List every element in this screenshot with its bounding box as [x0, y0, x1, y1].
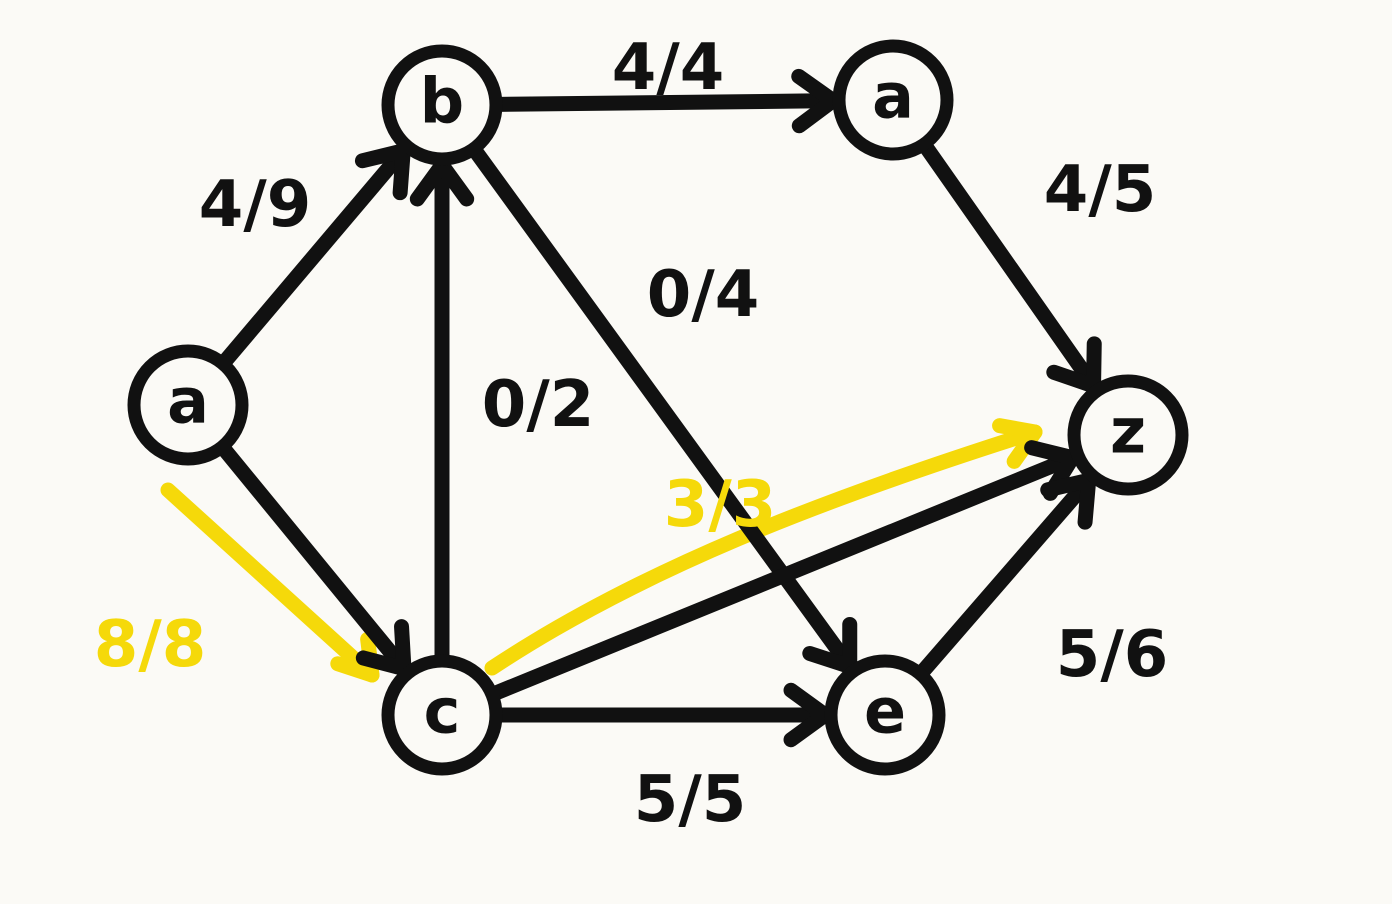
node-b: b	[381, 44, 503, 166]
highlight-layer	[160, 418, 1043, 683]
edge-e-z	[915, 472, 1097, 679]
edge-label-b-d: 4/4	[612, 31, 724, 105]
node-d: a	[832, 39, 954, 161]
node-circle-c	[381, 654, 503, 776]
edge-label-a-b: 4/9	[199, 168, 311, 242]
edge-highlight-arrowhead-a-c	[330, 631, 380, 683]
node-circle-d	[832, 39, 954, 161]
edge-a-c	[217, 442, 412, 677]
edge-highlight-a-c	[160, 482, 380, 683]
node-label-d: a	[872, 60, 914, 133]
edge-c-z	[488, 450, 1080, 701]
edge-highlight-arrowhead-c-z	[992, 418, 1043, 469]
node-a: a	[127, 344, 249, 466]
edge-label-e-z: 5/6	[1056, 618, 1168, 692]
node-circle-b	[381, 44, 503, 166]
node-label-z: z	[1110, 395, 1146, 468]
edge-a-b	[217, 143, 411, 369]
node-circle-e	[824, 654, 946, 776]
edge-label-b-e: 0/4	[647, 258, 759, 332]
edge-label-c-e: 5/5	[634, 763, 746, 837]
node-label-b: b	[420, 65, 464, 138]
edge-layer	[217, 68, 1102, 748]
node-circle-a	[127, 344, 249, 466]
node-c: c	[381, 654, 503, 776]
node-layer: a b c a e z	[127, 39, 1189, 776]
edge-d-z	[918, 139, 1102, 394]
node-e: e	[824, 654, 946, 776]
label-layer: 4/9 8/8 0/2 4/4 0/4 4/5 3/3 5/5 5/6	[94, 31, 1168, 837]
node-z: z	[1067, 374, 1189, 496]
node-label-e: e	[864, 675, 906, 748]
edge-label-c-z: 3/3	[664, 468, 776, 542]
node-label-c: c	[424, 675, 461, 748]
node-label-a: a	[167, 365, 209, 438]
edge-label-d-z: 4/5	[1044, 153, 1156, 227]
edge-highlight-c-z	[484, 424, 1043, 676]
edge-label-c-b: 0/2	[482, 368, 594, 442]
node-circle-z	[1067, 374, 1189, 496]
edge-b-d	[492, 93, 841, 112]
edge-label-a-c: 8/8	[94, 608, 206, 682]
